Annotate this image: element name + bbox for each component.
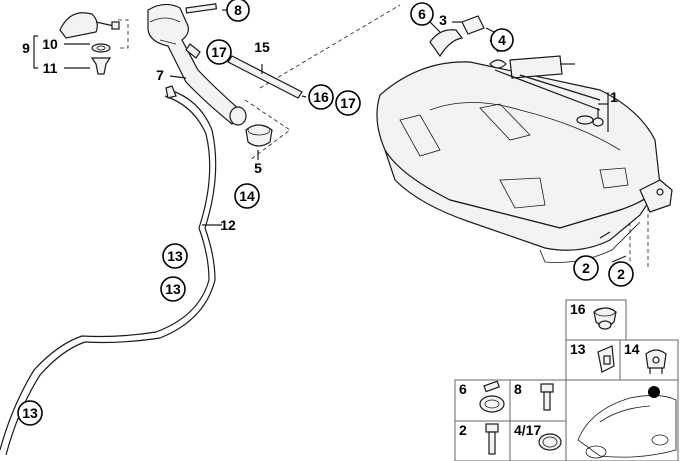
car-silhouette-icon [577,386,677,459]
vent-hose-part [227,55,303,99]
inset-label-16: 16 [570,301,586,317]
gasket-part [91,43,111,53]
inset-cell-8 [509,379,567,422]
label-3: 3 [439,12,447,28]
label-6: 6 [418,6,426,22]
vent-hose-group [227,55,303,99]
inset-cell-2 [454,420,511,461]
inset-parts-grid: 16 13 14 6 8 2 4/17 [454,299,679,461]
inset-cell-car [565,379,679,461]
label-15: 15 [254,39,270,55]
label-5: 5 [254,160,262,176]
label-7: 7 [156,67,164,83]
filler-cap-group [59,12,120,75]
label-13-b: 13 [165,281,181,297]
hose-clip-icon [597,345,615,373]
filler-neck-part [147,3,241,125]
inset-label-13: 13 [570,341,586,357]
label-17-right: 17 [340,95,356,111]
callout-17-top: 17 [206,39,232,65]
callout-4: 4 [490,28,514,52]
screw-icon [485,423,499,455]
callout-13-a: 13 [162,243,188,269]
label-13-a: 13 [167,248,183,264]
long-hose-part [5,89,217,456]
filler-cap-part [59,12,98,39]
inset-label-14: 14 [624,341,640,357]
grommet-part [245,124,273,147]
label-1: 1 [610,89,618,105]
fuel-tank-part [376,61,661,229]
label-9: 9 [22,40,30,56]
callout-14: 14 [234,183,260,209]
label-16: 16 [313,89,329,105]
label-11: 11 [43,60,58,76]
filler-neck-group [147,3,247,126]
inset-label-8: 8 [514,381,522,397]
sleeve-part [461,15,485,35]
label-4: 4 [498,32,506,48]
label-8: 8 [234,2,242,18]
label-13-c: 13 [22,405,38,421]
label-10: 10 [42,36,58,52]
callout-2-b: 2 [608,261,634,287]
callout-17-right: 17 [335,90,361,116]
long-hose-group [0,85,222,456]
clip-part [90,57,112,75]
label-2-a: 2 [582,260,590,276]
grommet-group [245,124,273,160]
label-17-top: 17 [211,44,227,60]
label-2-b: 2 [617,266,625,282]
callout-6: 6 [410,2,434,26]
bolt-icon [540,383,554,411]
hose-clamp-icon [479,380,505,413]
part-3-4-group [452,15,495,35]
callout-13-c: 13 [17,400,43,426]
label-14: 14 [239,188,255,204]
grommet-icon [593,307,617,330]
callout-2-a: 2 [573,255,599,281]
inset-label-2: 2 [459,422,467,438]
inset-label-4-17: 4/17 [514,422,541,438]
callout-13-b: 13 [160,276,186,302]
connector-icon [645,349,667,374]
callout-16: 16 [308,84,334,110]
fuel-tank-group [376,29,673,263]
inset-label-6: 6 [459,381,467,397]
bracket-9 [33,35,90,69]
callout-8: 8 [226,0,250,22]
label-12: 12 [220,217,236,233]
clamp-ring-icon [538,433,562,451]
